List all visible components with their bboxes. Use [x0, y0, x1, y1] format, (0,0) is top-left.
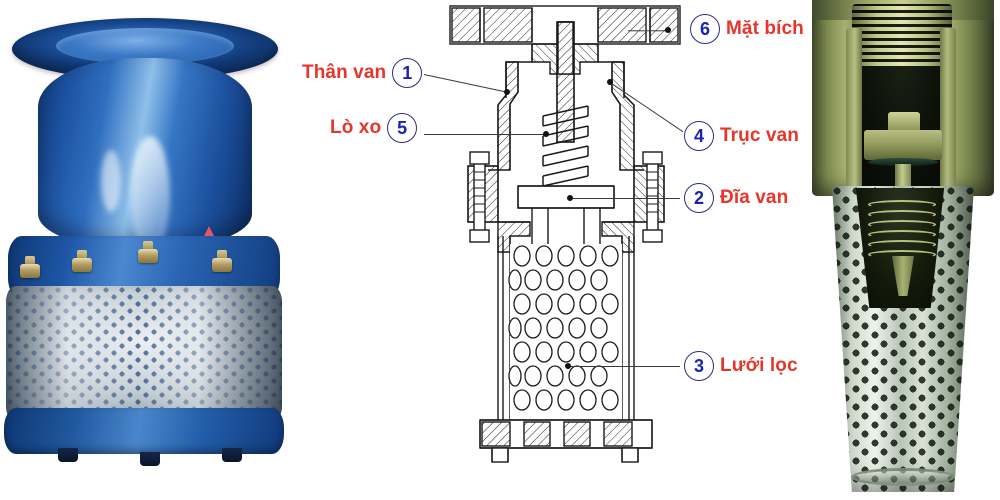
valve-spring: [868, 200, 936, 262]
valve-base-ring: [4, 408, 284, 454]
callout-5-label: Lò xo: [330, 117, 382, 138]
cross-section-drawing: [440, 0, 690, 470]
callout-2-number[interactable]: 2: [684, 183, 714, 213]
bore-wall-right: [940, 28, 956, 190]
flange-inner-ring: [84, 38, 208, 60]
collar-bolt: [20, 256, 40, 282]
callout-1-label: Thân van: [302, 62, 387, 83]
body-highlight: [130, 136, 170, 254]
callout-4-label: Trục van: [720, 125, 799, 146]
callout-2-label: Đĩa van: [720, 187, 789, 208]
stem-guide-tip: [892, 256, 914, 296]
leader-dot-2: [567, 195, 573, 201]
callout-5-number[interactable]: 5: [387, 113, 418, 143]
callout-4-number[interactable]: 4: [684, 121, 714, 151]
strainer-bottom-rim: [851, 468, 955, 486]
leader-dot-5: [543, 131, 549, 137]
base-foot: [58, 448, 78, 462]
valve-disc: [864, 130, 942, 160]
thread-detail: [852, 4, 952, 66]
collar-bolt: [72, 250, 92, 276]
callout-3-label: Lưới lọc: [720, 355, 798, 376]
leader-line-6: [628, 30, 668, 32]
base-foot: [140, 452, 160, 466]
callout-1-than-van[interactable]: Thân van 1: [302, 58, 423, 88]
callout-6-number[interactable]: 6: [690, 14, 720, 44]
callout-3-luoi-loc[interactable]: 3 Lưới lọc: [684, 351, 798, 381]
leader-dot-1: [504, 89, 510, 95]
leader-dot-3: [565, 363, 571, 369]
leader-line-3: [568, 366, 680, 368]
collar-bolt: [138, 241, 158, 267]
body-highlight-secondary: [101, 150, 121, 212]
leader-line-5: [424, 134, 546, 136]
strainer-mesh: [6, 286, 282, 422]
base-foot: [222, 448, 242, 462]
callout-6-label: Mặt bích: [726, 18, 804, 39]
callout-4-truc-van[interactable]: 4 Trục van: [684, 121, 799, 151]
photo-brass-foot-valve: [806, 0, 1000, 500]
valve-oring-seal: [868, 158, 938, 166]
leader-line-2: [570, 198, 680, 200]
callout-6-mat-bich[interactable]: 6 Mặt bích: [690, 14, 804, 44]
callout-5-lo-xo[interactable]: Lò xo 5: [330, 113, 418, 143]
collar-bolt: [212, 250, 232, 276]
callout-1-number[interactable]: 1: [392, 58, 423, 88]
callout-3-number[interactable]: 3: [684, 351, 714, 381]
leader-dot-6: [665, 27, 671, 33]
photo-blue-foot-valve: [0, 0, 292, 500]
valve-body: [38, 58, 252, 274]
callout-2-dia-van[interactable]: 2 Đĩa van: [684, 183, 788, 213]
bore-wall-left: [846, 28, 862, 190]
leader-dot-4: [607, 79, 613, 85]
